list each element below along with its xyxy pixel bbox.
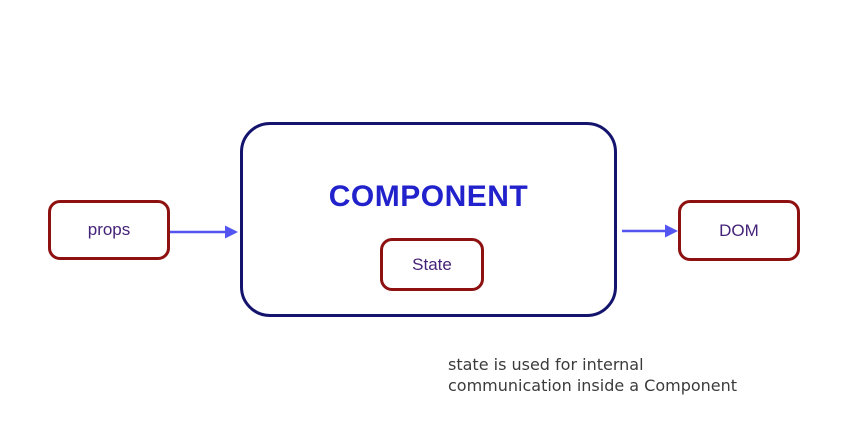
caption-line-2: communication inside a Component (448, 376, 738, 395)
component-to-dom-arrow (622, 224, 678, 238)
props-node: props (48, 200, 170, 260)
state-label: State (412, 254, 452, 274)
component-box: COMPONENT State (240, 122, 617, 317)
props-label: props (87, 220, 131, 239)
props-to-component-arrow (170, 225, 238, 239)
state-node: State (380, 238, 484, 291)
caption-line-1: state is used for internal (448, 355, 644, 374)
dom-node: DOM (678, 200, 800, 261)
caption: state is used for internal communication… (448, 354, 737, 396)
component-title: COMPONENT (328, 180, 529, 213)
dom-label: DOM (719, 220, 759, 240)
